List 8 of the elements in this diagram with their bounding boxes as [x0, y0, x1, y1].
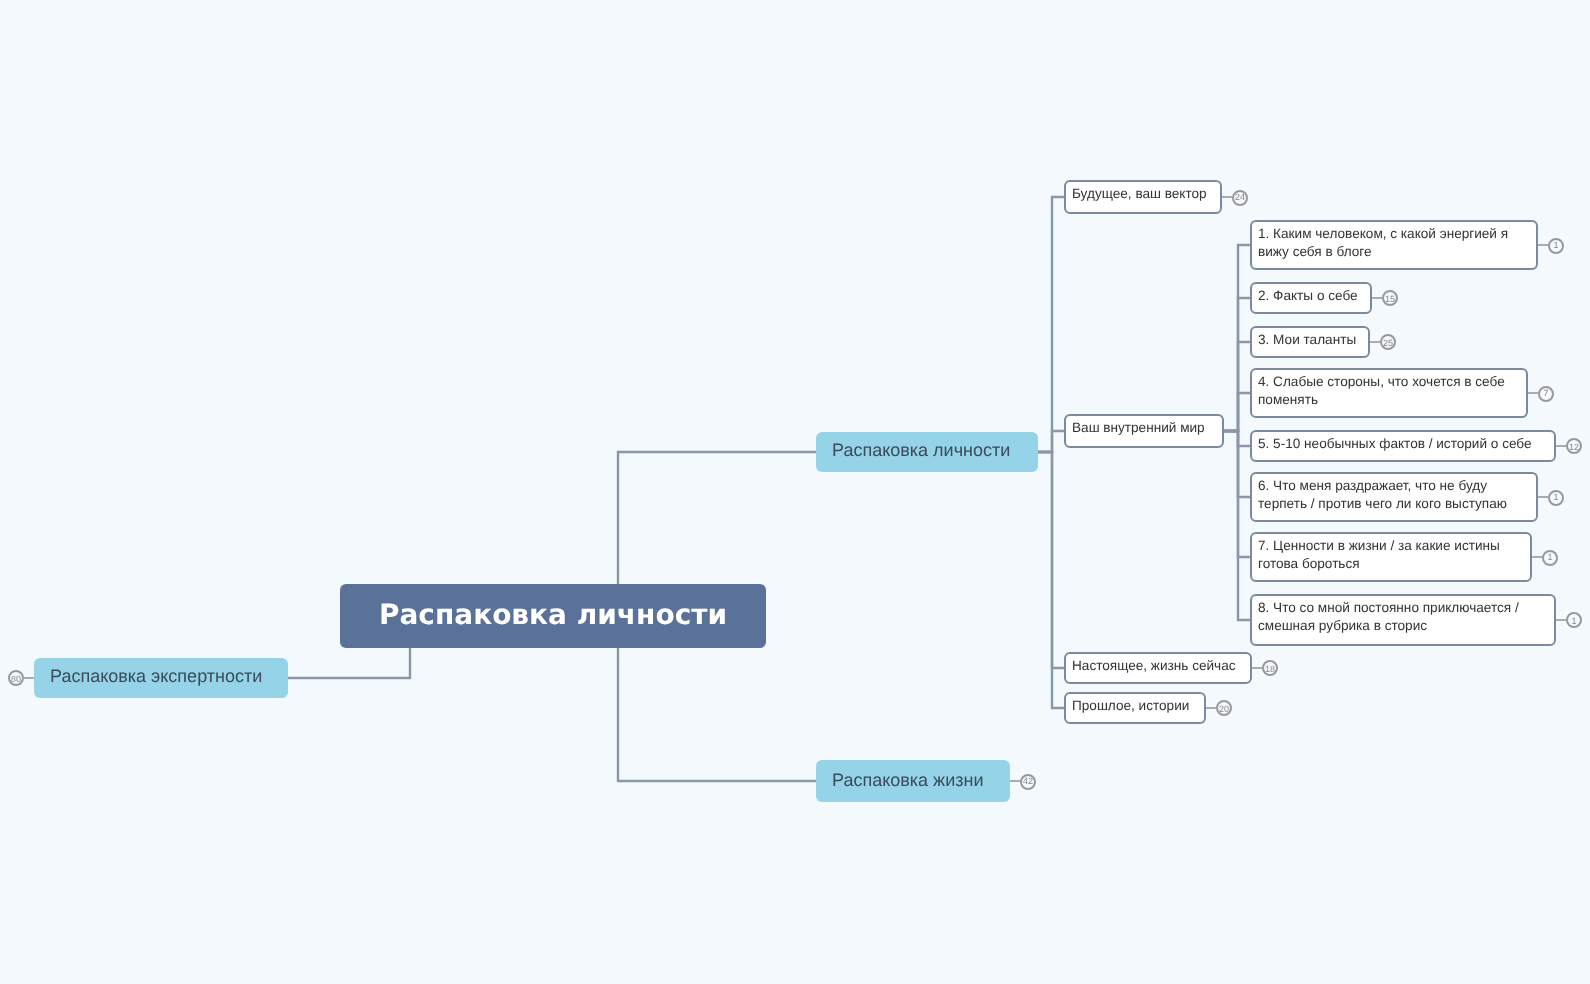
main-topic: Распаковка экспертности — [34, 658, 288, 698]
main-topic: Распаковка жизни — [816, 760, 1010, 802]
connector-line — [616, 648, 816, 783]
central-topic: Распаковка личности — [340, 584, 766, 648]
connector-line — [1038, 450, 1064, 710]
connector-line — [288, 648, 412, 680]
main-topic: Распаковка личности — [816, 432, 1038, 472]
connector-line — [616, 450, 816, 584]
